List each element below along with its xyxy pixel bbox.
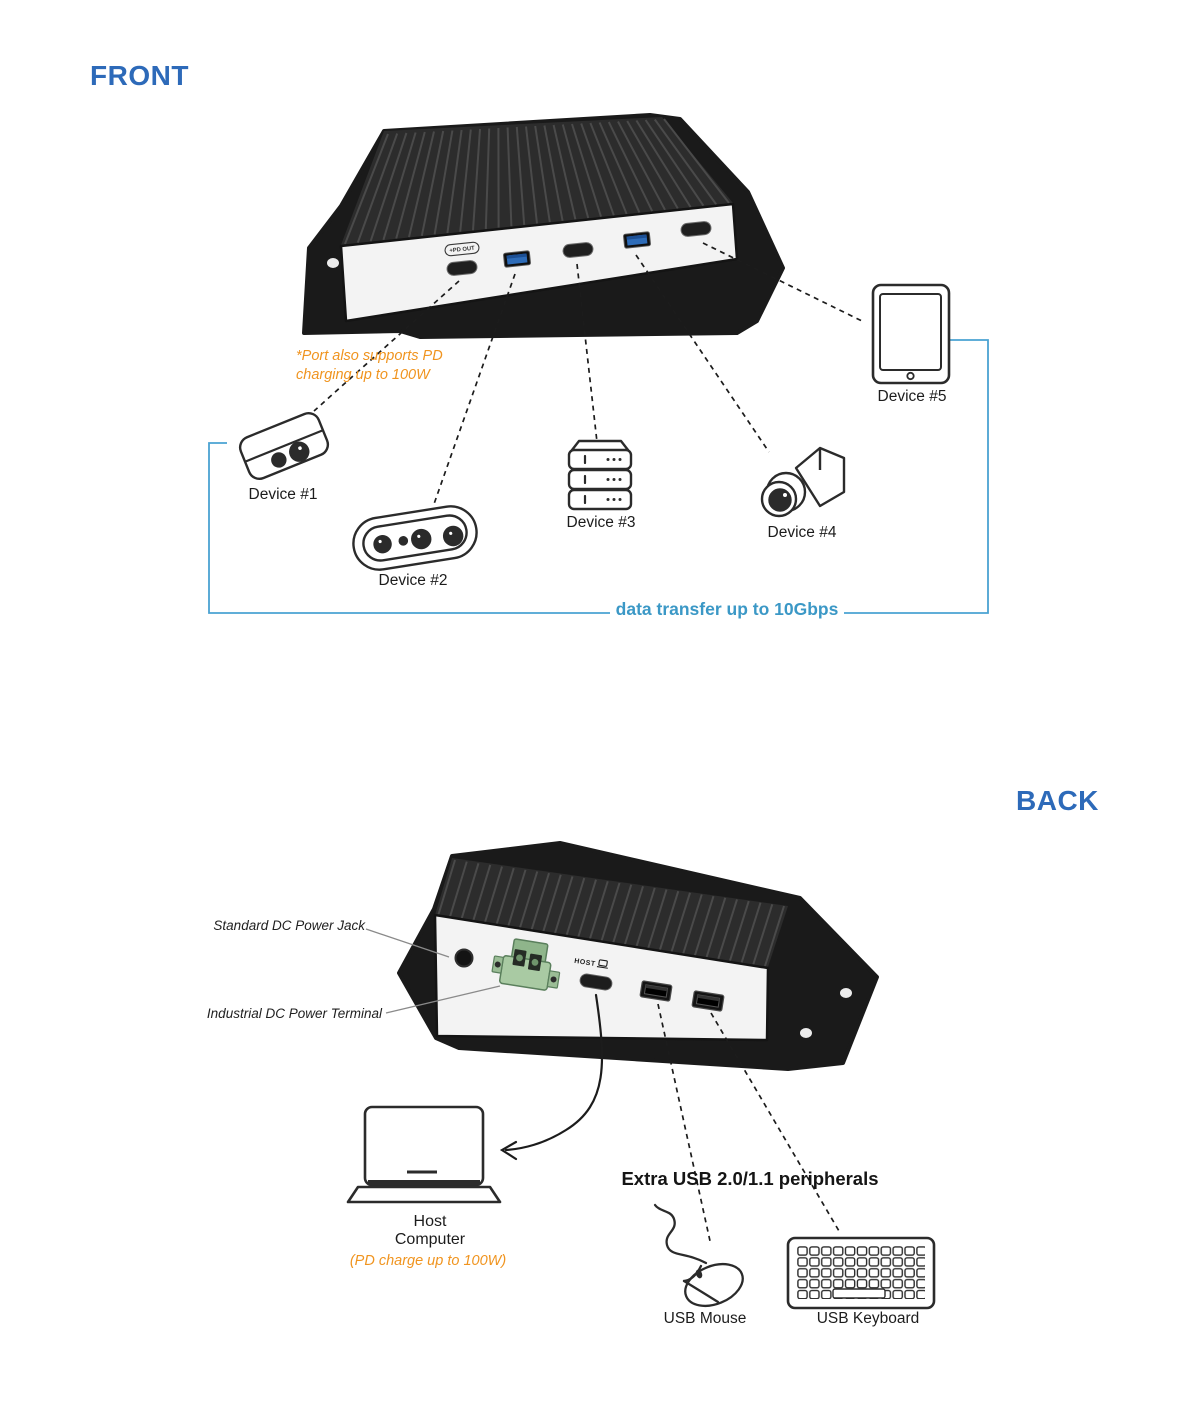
transfer-label: data transfer up to 10Gbps xyxy=(615,599,839,619)
usb-a-port xyxy=(639,980,673,1002)
label-pointer-lines xyxy=(365,928,501,1014)
bracket-left xyxy=(208,442,610,614)
front-title: FRONT xyxy=(90,60,189,91)
mount-hole xyxy=(327,258,339,268)
sensor-device-icon xyxy=(238,411,330,481)
device-label-2: Device #2 xyxy=(378,572,448,589)
host-usb-c-port xyxy=(579,973,613,991)
bracket-right xyxy=(844,339,989,614)
svg-text:+PD OUT: +PD OUT xyxy=(449,246,475,255)
front-hub-illustration: +PD OUT xyxy=(302,113,785,339)
host-computer-line2: Computer xyxy=(394,1231,466,1249)
dashed-line-device5 xyxy=(702,242,865,323)
terminal-pointer-line xyxy=(385,985,501,1014)
laptop-glyph-icon xyxy=(596,959,608,969)
depth-camera-icon xyxy=(352,505,478,571)
usb-a-port xyxy=(691,990,725,1012)
usb-c-port xyxy=(446,260,478,276)
usb-c-port xyxy=(562,242,594,258)
dc-jack-label: Standard DC Power Jack xyxy=(213,918,365,933)
usb-c-port xyxy=(680,221,712,237)
pd-note: *Port also supports PD charging up to 10… xyxy=(296,347,443,385)
dashed-line-mouse xyxy=(657,1003,711,1242)
mount-hole xyxy=(840,988,852,998)
back-title: BACK xyxy=(1016,785,1099,816)
laptop-icon xyxy=(346,1105,502,1204)
hub-fins xyxy=(344,118,730,245)
device-label-4: Device #4 xyxy=(767,524,837,541)
device-label-5: Device #5 xyxy=(877,388,947,405)
dashed-line-device3 xyxy=(576,263,598,443)
arrowhead xyxy=(499,1140,518,1161)
pd-note-line2: charging up to 100W xyxy=(296,367,430,384)
device-label-3: Device #3 xyxy=(566,514,636,531)
dashed-line-device4 xyxy=(635,254,770,453)
peripherals-label: Extra USB 2.0/1.1 peripherals xyxy=(621,1168,879,1189)
tablet-icon xyxy=(871,283,951,385)
mouse-label: USB Mouse xyxy=(663,1310,747,1327)
dc-power-jack xyxy=(454,948,474,968)
back-hub-illustration: HOST xyxy=(397,841,879,1071)
host-computer-line1: Host xyxy=(413,1213,447,1230)
pd-out-badge: +PD OUT xyxy=(444,241,480,257)
front-dashed-connectors xyxy=(313,242,865,505)
dashed-line-device2 xyxy=(433,273,516,505)
mouse-icon xyxy=(653,1203,744,1308)
usb-a-port xyxy=(503,250,531,268)
pd-note-line1: *Port also supports PD xyxy=(296,348,443,364)
back-dashed-connectors xyxy=(657,1003,840,1242)
dashed-line-keyboard xyxy=(710,1012,840,1232)
device-label-1: Device #1 xyxy=(248,486,318,503)
host-pd-note: (PD charge up to 100W) xyxy=(349,1253,507,1269)
hub-fins xyxy=(437,859,785,967)
server-stack-icon xyxy=(567,439,633,511)
dc-power-terminal xyxy=(491,938,561,991)
host-arrow xyxy=(499,993,604,1161)
host-computer-label: Host Computer xyxy=(395,1213,465,1250)
industrial-camera-icon xyxy=(760,446,846,518)
dc-terminal-label: Industrial DC Power Terminal xyxy=(206,1006,382,1021)
jack-pointer-line xyxy=(365,928,450,958)
usb-a-port xyxy=(623,231,651,249)
mount-hole xyxy=(800,1028,812,1038)
dashed-line-device1 xyxy=(313,280,460,412)
svg-text:HOST: HOST xyxy=(574,958,596,968)
keyboard-label: USB Keyboard xyxy=(816,1310,920,1327)
transfer-bracket xyxy=(208,339,989,614)
keyboard-icon xyxy=(786,1236,936,1310)
host-port-label: HOST xyxy=(574,958,608,969)
